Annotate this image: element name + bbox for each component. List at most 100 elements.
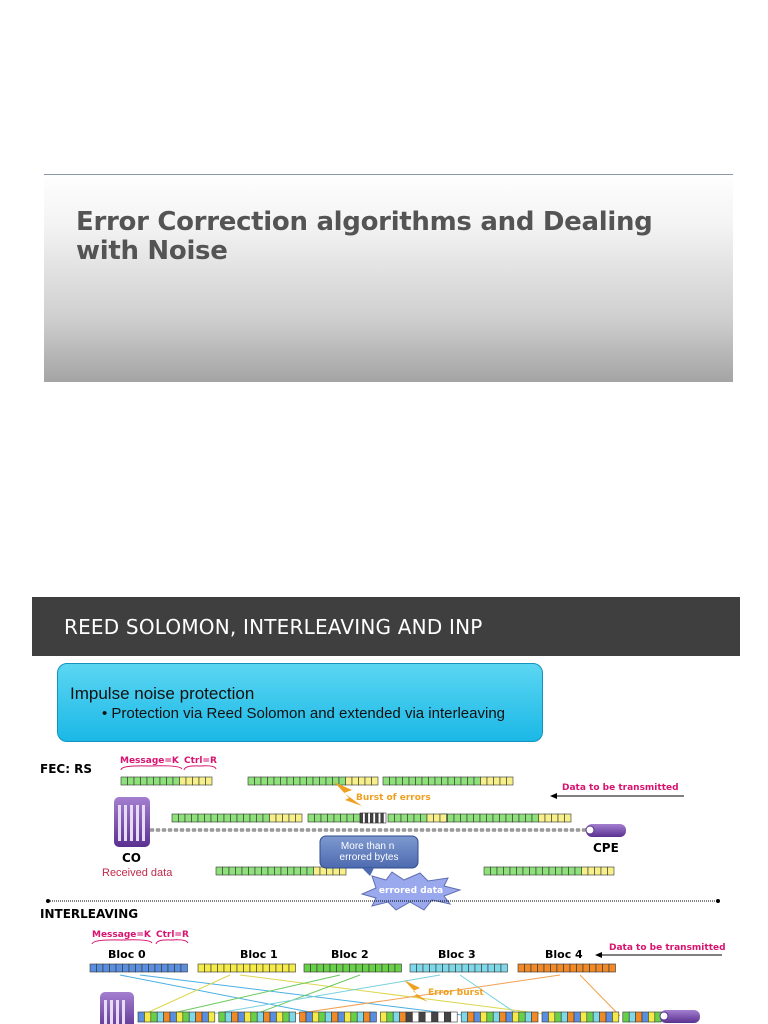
bloc (517, 963, 616, 973)
interleaved-byte (369, 1011, 377, 1023)
interleaved-byte (473, 1011, 481, 1023)
control-byte (595, 963, 603, 973)
message-byte (256, 963, 264, 973)
message-byte (394, 813, 402, 823)
message-byte (574, 866, 582, 876)
interleaved-byte (641, 1011, 649, 1023)
errored-byte (377, 812, 382, 824)
interleaved-byte (548, 1011, 556, 1023)
bloc-label: Bloc 0 (108, 948, 146, 961)
fec-data-label: Data to be transmitted (562, 783, 679, 793)
interleaved-byte (312, 1011, 320, 1023)
interleaved-byte (299, 1011, 307, 1023)
interleaved-byte (431, 1011, 439, 1023)
message-byte (329, 963, 337, 973)
message-byte (171, 813, 179, 823)
interleaved-byte (201, 1011, 209, 1023)
control-byte (538, 813, 546, 823)
message-byte (518, 813, 526, 823)
message-byte (210, 963, 218, 973)
interleaved-byte (437, 1011, 445, 1023)
message-byte (516, 866, 524, 876)
message-byte (400, 813, 408, 823)
message-byte (389, 776, 397, 786)
message-byte (517, 963, 525, 973)
control-byte (481, 963, 489, 973)
message-byte (529, 866, 537, 876)
message-byte (442, 963, 450, 973)
message-byte (319, 776, 327, 786)
codeword (382, 776, 514, 786)
message-byte (172, 776, 180, 786)
control-byte (600, 866, 608, 876)
interleaved-byte (505, 1011, 513, 1023)
inp-bullet: • Protection via Reed Solomon and extend… (102, 705, 506, 722)
message-byte (407, 813, 415, 823)
interleaved-byte (392, 1011, 400, 1023)
control-byte (205, 776, 213, 786)
interleaved-byte (363, 1011, 371, 1023)
slide-title: Error Correction algorithms and Dealing … (76, 207, 653, 266)
interleaved-byte (250, 1011, 258, 1023)
interleaved-byte (531, 1011, 539, 1023)
slide-header: REED SOLOMON, INTERLEAVING AND INP (32, 597, 740, 656)
title-slide: Error Correction algorithms and Dealing … (44, 170, 733, 382)
message-byte (415, 776, 423, 786)
message-byte (287, 866, 295, 876)
interleaved-byte (573, 1011, 581, 1023)
interleaved-byte (163, 1011, 171, 1023)
message-byte (421, 776, 429, 786)
message-byte (133, 776, 141, 786)
message-byte (286, 776, 294, 786)
message-byte (303, 963, 311, 973)
message-byte (254, 776, 262, 786)
message-byte (323, 963, 331, 973)
interleaved-stream (137, 1011, 662, 1023)
control-byte (371, 776, 379, 786)
interleaved-byte (424, 1011, 432, 1023)
message-byte (362, 963, 370, 973)
il-ctrl-label: Ctrl=R (156, 930, 189, 940)
interleaved-byte (499, 1011, 507, 1023)
message-byte (568, 866, 576, 876)
bloc-label: Bloc 2 (331, 948, 369, 961)
interleaved-byte (605, 1011, 613, 1023)
received-data-label: Received data (102, 867, 173, 879)
cpe-label: CPE (593, 841, 619, 855)
message-byte (499, 813, 507, 823)
fec-section-label: FEC: RS (40, 762, 92, 776)
control-byte (275, 813, 283, 823)
interleaved-byte (518, 1011, 526, 1023)
message-byte (576, 963, 584, 973)
control-byte (358, 776, 366, 786)
message-byte (454, 776, 462, 786)
control-byte (564, 813, 572, 823)
message-byte (447, 776, 455, 786)
message-byte (382, 776, 390, 786)
message-byte (260, 776, 268, 786)
control-byte (282, 963, 290, 973)
interleaved-byte (244, 1011, 252, 1023)
message-byte (248, 866, 256, 876)
message-byte (223, 963, 231, 973)
interleaved-byte (288, 1011, 296, 1023)
interleaved-byte (492, 1011, 500, 1023)
message-byte (325, 776, 333, 786)
message-byte (280, 866, 288, 876)
message-byte (336, 963, 344, 973)
message-byte (236, 813, 244, 823)
control-byte (167, 963, 175, 973)
interleaved-byte (195, 1011, 203, 1023)
message-byte (555, 866, 563, 876)
interleaved-byte (169, 1011, 177, 1023)
message-byte (235, 866, 243, 876)
errored-byte (370, 812, 374, 824)
message-byte (408, 776, 416, 786)
control-byte (375, 963, 383, 973)
interleaved-byte (460, 1011, 468, 1023)
message-byte (413, 813, 421, 823)
interleaved-byte (144, 1011, 152, 1023)
interleaved-byte (318, 1011, 326, 1023)
interleaved-byte (324, 1011, 332, 1023)
message-byte (217, 963, 225, 973)
